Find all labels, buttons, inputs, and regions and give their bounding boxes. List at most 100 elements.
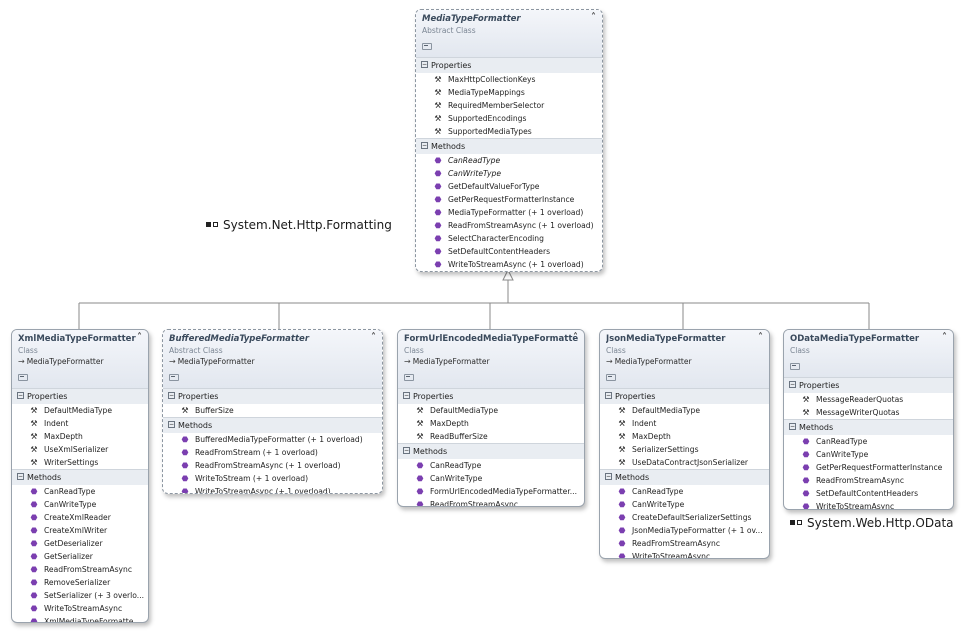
collapse-members-toggle[interactable] <box>790 363 800 370</box>
method-item[interactable]: ⬣GetSerializer <box>12 550 148 563</box>
method-item[interactable]: ⬣ReadFromStreamAsync (+ 1 overload) <box>416 219 602 232</box>
property-item[interactable]: ⚒Indent <box>600 417 769 430</box>
chevron-up-icon[interactable]: ˄ <box>591 12 596 23</box>
property-item[interactable]: ⚒DefaultMediaType <box>12 404 148 417</box>
method-item[interactable]: ⬣XmlMediaTypeFormatte... <box>12 615 148 622</box>
methods-section-header[interactable]: −Methods <box>163 417 382 433</box>
section-toggle-icon[interactable]: − <box>605 473 612 480</box>
method-item[interactable]: ⬣WriteToStreamAsync (+ 1 overload) <box>416 258 602 271</box>
property-item[interactable]: ⚒BufferSize <box>163 404 382 417</box>
section-toggle-icon[interactable]: − <box>421 142 428 149</box>
method-item[interactable]: ⬣CanReadType <box>600 485 769 498</box>
method-item[interactable]: ⬣WriteToStreamAsync <box>600 550 769 558</box>
property-item[interactable]: ⚒SupportedEncodings <box>416 112 602 125</box>
method-item[interactable]: ⬣CanReadType <box>12 485 148 498</box>
method-item[interactable]: ⬣CanWriteType <box>416 167 602 180</box>
method-item[interactable]: ⬣CanReadType <box>398 459 584 472</box>
property-item[interactable]: ⚒ReadBufferSize <box>398 430 584 443</box>
chevron-up-icon[interactable]: ˄ <box>942 332 947 343</box>
method-item[interactable]: ⬣WriteToStream (+ 1 overload) <box>163 472 382 485</box>
method-item[interactable]: ⬣FormUrlEncodedMediaTypeFormatter... <box>398 485 584 498</box>
methods-section-header[interactable]: −Methods <box>600 469 769 485</box>
method-item[interactable]: ⬣CreateXmlWriter <box>12 524 148 537</box>
methods-section-header[interactable]: −Methods <box>416 138 602 154</box>
properties-section-header[interactable]: −Properties <box>163 388 382 404</box>
section-toggle-icon[interactable]: − <box>403 392 410 399</box>
properties-section-header[interactable]: −Properties <box>398 388 584 404</box>
method-item[interactable]: ⬣MediaTypeFormatter (+ 1 overload) <box>416 206 602 219</box>
section-toggle-icon[interactable]: − <box>17 392 24 399</box>
properties-section-header[interactable]: −Properties <box>416 57 602 73</box>
collapse-members-toggle[interactable] <box>18 374 28 381</box>
property-item[interactable]: ⚒MessageReaderQuotas <box>784 393 953 406</box>
property-item[interactable]: ⚒RequiredMemberSelector <box>416 99 602 112</box>
property-item[interactable]: ⚒MediaTypeMappings <box>416 86 602 99</box>
property-item[interactable]: ⚒DefaultMediaType <box>398 404 584 417</box>
method-item[interactable]: ⬣CanWriteType <box>784 448 953 461</box>
section-toggle-icon[interactable]: − <box>605 392 612 399</box>
method-item[interactable]: ⬣CanReadType <box>416 154 602 167</box>
property-item[interactable]: ⚒Indent <box>12 417 148 430</box>
method-item[interactable]: ⬣ReadFromStreamAsync <box>784 474 953 487</box>
section-toggle-icon[interactable]: − <box>168 421 175 428</box>
section-toggle-icon[interactable]: − <box>789 381 796 388</box>
collapse-members-toggle[interactable] <box>169 374 179 381</box>
method-item[interactable]: ⬣RemoveSerializer <box>12 576 148 589</box>
method-item[interactable]: ⬣SelectCharacterEncoding <box>416 232 602 245</box>
section-toggle-icon[interactable]: − <box>789 423 796 430</box>
chevron-up-icon[interactable]: ˄ <box>758 332 763 343</box>
method-item[interactable]: ⬣ReadFromStreamAsync <box>600 537 769 550</box>
property-item[interactable]: ⚒MaxDepth <box>600 430 769 443</box>
method-item[interactable]: ⬣GetPerRequestFormatterInstance <box>416 193 602 206</box>
section-toggle-icon[interactable]: − <box>17 473 24 480</box>
method-item[interactable]: ⬣JsonMediaTypeFormatter (+ 1 ov... <box>600 524 769 537</box>
method-item[interactable]: ⬣ReadFromStreamAsync <box>398 498 584 506</box>
method-item[interactable]: ⬣WriteToStreamAsync (+ 1 overload) <box>163 485 382 493</box>
method-item[interactable]: ⬣SetDefaultContentHeaders <box>784 487 953 500</box>
method-item[interactable]: ⬣SetSerializer (+ 3 overlo... <box>12 589 148 602</box>
method-item[interactable]: ⬣SetDefaultContentHeaders <box>416 245 602 258</box>
method-item[interactable]: ⬣WriteToStreamAsync <box>784 500 953 509</box>
property-item[interactable]: ⚒SupportedMediaTypes <box>416 125 602 138</box>
properties-section-header[interactable]: −Properties <box>600 388 769 404</box>
collapse-members-toggle[interactable] <box>606 374 616 381</box>
property-item[interactable]: ⚒MaxHttpCollectionKeys <box>416 73 602 86</box>
property-item[interactable]: ⚒UseDataContractJsonSerializer <box>600 456 769 469</box>
method-item[interactable]: ⬣CanWriteType <box>600 498 769 511</box>
properties-section-header[interactable]: −Properties <box>12 388 148 404</box>
method-item[interactable]: ⬣GetDeserializer <box>12 537 148 550</box>
collapse-members-toggle[interactable] <box>404 374 414 381</box>
method-item[interactable]: ⬣WriteToStreamAsync <box>12 602 148 615</box>
methods-section-header[interactable]: −Methods <box>784 419 953 435</box>
property-item[interactable]: ⚒DefaultMediaType <box>600 404 769 417</box>
method-item[interactable]: ⬣CanReadType <box>784 435 953 448</box>
method-item[interactable]: ⬣CreateDefaultSerializerSettings <box>600 511 769 524</box>
method-item[interactable]: ⬣ReadFromStream (+ 1 overload) <box>163 446 382 459</box>
methods-section-header[interactable]: −Methods <box>12 469 148 485</box>
properties-section-header[interactable]: −Properties <box>784 377 953 393</box>
chevron-up-icon[interactable]: ˄ <box>573 332 578 343</box>
property-item[interactable]: ⚒WriterSettings <box>12 456 148 469</box>
methods-section-header[interactable]: −Methods <box>398 443 584 459</box>
property-item[interactable]: ⚒SerializerSettings <box>600 443 769 456</box>
section-toggle-icon[interactable]: − <box>168 392 175 399</box>
method-item[interactable]: ⬣GetPerRequestFormatterInstance <box>784 461 953 474</box>
chevron-up-icon[interactable]: ˄ <box>137 332 142 343</box>
property-item[interactable]: ⚒MaxDepth <box>398 417 584 430</box>
method-item[interactable]: ⬣ReadFromStreamAsync <box>12 563 148 576</box>
method-item[interactable]: ⬣GetDefaultValueForType <box>416 180 602 193</box>
property-item[interactable]: ⚒MessageWriterQuotas <box>784 406 953 419</box>
method-item[interactable]: ⬣CanWriteType <box>398 472 584 485</box>
method-item[interactable]: ⬣BufferedMediaTypeFormatter (+ 1 overloa… <box>163 433 382 446</box>
